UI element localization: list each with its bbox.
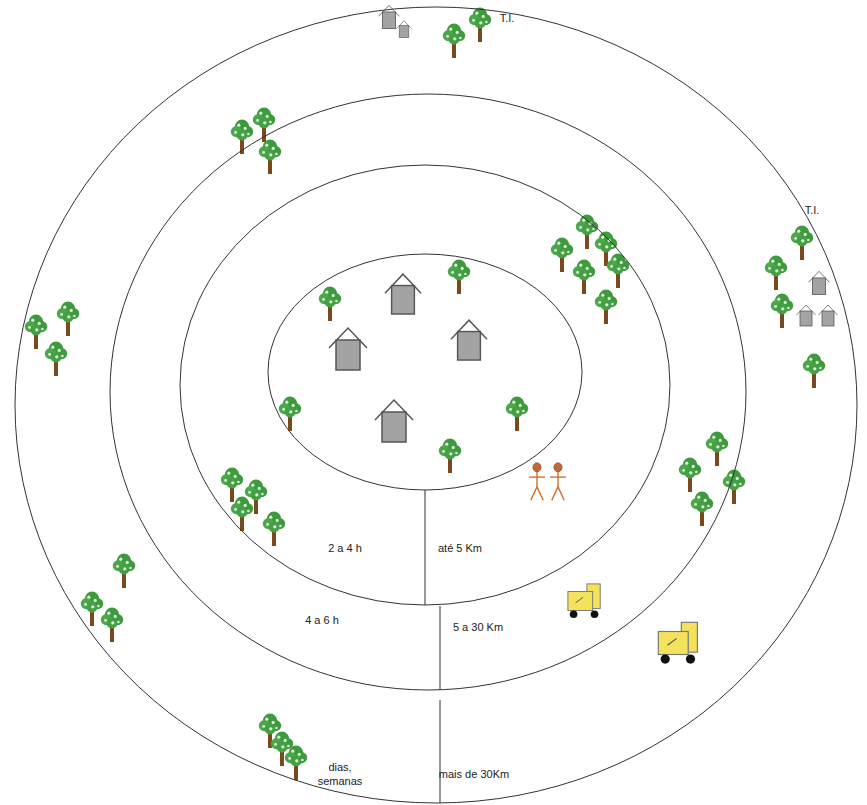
- tree-icon: [551, 238, 573, 272]
- tree-icon: [319, 287, 341, 321]
- text-slot: 2 a 4 h: [328, 541, 362, 555]
- tree-icon: [448, 260, 470, 294]
- tree-icon: [439, 439, 461, 473]
- tree-icon: [263, 512, 285, 546]
- text-slot: até 5 Km: [438, 541, 482, 555]
- people: [529, 463, 566, 500]
- tree-icon: [679, 458, 701, 492]
- tree-icon: [803, 354, 825, 388]
- tree-icon: [595, 290, 617, 324]
- tree-icon: [279, 397, 301, 431]
- house-icon: [451, 320, 487, 360]
- tree-icon: [259, 140, 281, 174]
- tree-icon: [81, 592, 103, 626]
- carts: [568, 584, 697, 664]
- text-slot: mais de 30Km: [439, 767, 509, 781]
- house-icon: [819, 305, 838, 326]
- house-icon: [375, 400, 413, 442]
- tree-icon: [765, 256, 787, 290]
- tree-icon: [771, 294, 793, 328]
- tree-icon: [791, 226, 813, 260]
- text-slot: T.I.: [500, 11, 515, 25]
- tree-icon: [506, 397, 528, 431]
- text-slot: dias, semanas: [309, 760, 371, 789]
- divider-line: [425, 490, 426, 605]
- houses: [329, 5, 838, 442]
- tree-icon: [231, 497, 253, 531]
- band-text: 5 a 30 Km: [453, 620, 503, 634]
- tree-icon: [45, 342, 67, 376]
- tree-icon: [25, 315, 47, 349]
- band-text: 2 a 4 h: [328, 541, 362, 555]
- tree-icon: [691, 492, 713, 526]
- cart-icon: [568, 584, 600, 618]
- band-outline: [15, 7, 857, 803]
- tree-icon: [443, 24, 465, 58]
- person-figure: [529, 463, 545, 500]
- trees: [25, 8, 825, 780]
- tree-icon: [57, 302, 79, 336]
- text-slot: 5 a 30 Km: [453, 620, 503, 634]
- band-text: mais de 30Km: [439, 767, 509, 781]
- distance-band: 2 a 4 h até 5 Km: [180, 165, 670, 605]
- band-text: dias, semanas: [309, 760, 371, 789]
- tree-icon: [706, 432, 728, 466]
- house-icon: [809, 271, 830, 294]
- divider-line: [440, 700, 441, 803]
- house-icon: [797, 305, 816, 326]
- tree-icon: [101, 608, 123, 642]
- band-text: até 5 Km: [438, 541, 482, 555]
- band-outline: [110, 94, 746, 690]
- tree-icon: [231, 120, 253, 154]
- territory-label: T.I.: [805, 203, 820, 217]
- tree-icon: [573, 260, 595, 294]
- cart-icon: [658, 622, 697, 663]
- text-slot: 4 a 6 h: [305, 613, 339, 627]
- territory-label: T.I.: [500, 11, 515, 25]
- house-icon: [329, 328, 367, 370]
- band-text: 4 a 6 h: [305, 613, 339, 627]
- divider-line: [440, 606, 441, 690]
- band-outline: [180, 165, 670, 605]
- band-circle: [180, 165, 670, 605]
- house-icon: [385, 274, 421, 314]
- band-circle: [110, 94, 746, 690]
- tree-icon: [221, 468, 243, 502]
- tree-icon: [469, 8, 491, 42]
- village-circle: [268, 254, 582, 490]
- tree-icon: [113, 554, 135, 588]
- person-figure: [550, 463, 566, 500]
- distance-band: 2 a 4 h até 5 Km 4 a 6 h 5 a 30 Km dias, sem…: [15, 7, 857, 803]
- tree-icon: [285, 746, 307, 780]
- house-icon: [396, 21, 411, 38]
- text-slot: T.I.: [805, 203, 820, 217]
- distance-band: 2 a 4 h até 5 Km 4 a 6 h 5 a 30 Km: [110, 94, 746, 690]
- band-circle: [15, 7, 857, 803]
